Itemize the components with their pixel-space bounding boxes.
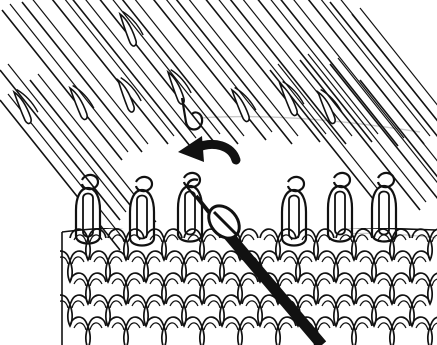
needle-latches	[14, 9, 344, 125]
knitted-fabric	[52, 225, 437, 345]
transfer-arrow-icon	[178, 136, 236, 162]
